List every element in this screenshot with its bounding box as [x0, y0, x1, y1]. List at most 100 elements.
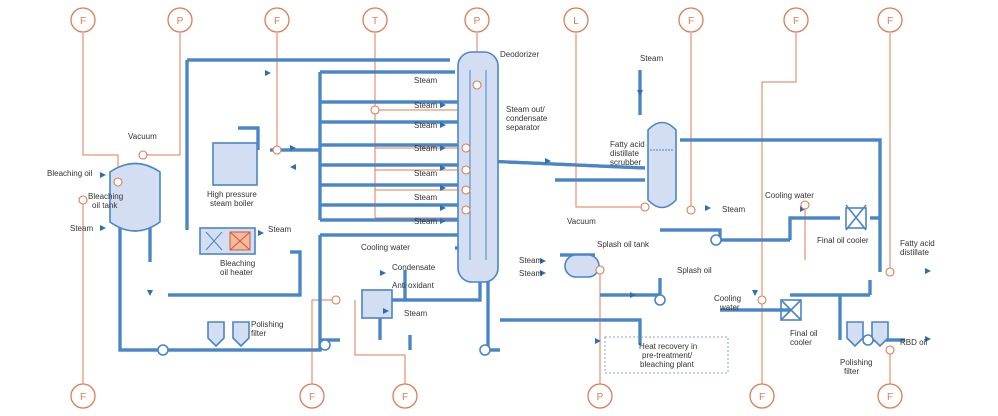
pump-icon [319, 339, 331, 351]
flow-arrow-icon [752, 290, 758, 296]
tap-point [78, 195, 88, 205]
label-bleaching-oil-heater-2: oil heater [220, 268, 253, 277]
label-splash-oil-tank: Splash oil tank [597, 240, 650, 249]
polishing-filter-right-1 [846, 321, 864, 348]
flow-arrow-icon [925, 268, 931, 274]
anti-oxidant-vessel [361, 289, 393, 319]
flow-arrow-icon [705, 205, 711, 211]
final-oil-cooler-top [845, 204, 867, 231]
final-oil-cooler-bottom [780, 299, 802, 321]
instrument-f-6 [70, 383, 96, 409]
label-fatty-acid-scrubber-2: distillate [610, 149, 639, 158]
label-steam: Steam [414, 121, 437, 130]
label-fatty-acid-distillate: Fatty acid [900, 239, 935, 248]
instrument-f-3 [678, 7, 704, 33]
label-steam: Steam [519, 269, 542, 278]
instrument-letter: F [309, 392, 315, 403]
tap-point [800, 200, 810, 210]
label-bleaching-oil-tank: Bleaching [88, 192, 123, 201]
instrument-letter: P [177, 16, 184, 27]
label-heat-recovery-3: bleaching plant [640, 360, 695, 369]
instrument-bubbles-bottom: F F F P F F F [70, 383, 903, 409]
label-vacuum: Vacuum [567, 217, 596, 226]
instrument-letter: T [372, 16, 378, 27]
label-steam: Steam [414, 76, 437, 85]
flow-arrow-icon [925, 336, 931, 342]
fatty-acid-distillate-scrubber [647, 121, 677, 209]
instrument-letter: F [793, 16, 799, 27]
instrument-letter: F [887, 16, 893, 27]
label-fatty-acid-distillate-2: distillate [900, 248, 929, 257]
label-steam-out-3: separator [506, 123, 540, 132]
tap-point [461, 143, 471, 153]
instrument-letter: P [597, 392, 604, 403]
instrument-p-1 [167, 7, 193, 33]
instrument-f-8 [392, 383, 418, 409]
instrument-f-2 [264, 7, 290, 33]
instrument-letter: F [274, 16, 280, 27]
tap-point [272, 145, 282, 155]
tap-point [472, 80, 482, 90]
flow-arrow-icon [380, 270, 386, 276]
high-pressure-steam-boiler [212, 142, 258, 186]
equipment [109, 51, 889, 374]
label-splash-oil: Splash oil [677, 266, 712, 275]
flow-arrow-icon [630, 292, 636, 298]
bleaching-oil-tank [109, 162, 161, 232]
label-rbd-oil: RBD oil [900, 338, 927, 347]
flow-arrows [100, 70, 931, 344]
label-bleaching-oil: Bleaching oil [47, 169, 93, 178]
label-hp-boiler: High pressure [207, 190, 257, 199]
instrument-f-7 [299, 383, 325, 409]
flow-arrow-icon [440, 122, 446, 128]
tap-point [757, 295, 767, 305]
pump-icon [479, 344, 491, 356]
label-steam: Steam [519, 256, 542, 265]
label-fatty-acid-scrubber: Fatty acid [610, 140, 645, 149]
label-steam: Steam [640, 54, 663, 63]
pump-icon [710, 234, 722, 246]
label-polishing-filter: Polishing [251, 320, 283, 329]
pump-icon [157, 344, 169, 356]
label-final-oil-cooler-2b: cooler [790, 338, 812, 347]
polishing-filter-left-2 [232, 321, 250, 348]
tap-point [461, 165, 471, 175]
flow-arrow-icon [545, 158, 551, 164]
label-steam: Steam [414, 169, 437, 178]
polishing-filter-left-1 [207, 321, 225, 348]
label-steam: Steam [414, 101, 437, 110]
instrument-letter: P [474, 16, 481, 27]
instrument-f-5 [877, 7, 903, 33]
label-steam: Steam [414, 193, 437, 202]
tap-point [885, 345, 895, 355]
flow-arrow-icon [440, 205, 446, 211]
label-heat-recovery: Heat recovery in [639, 342, 697, 351]
label-steam-out: Steam out/ [506, 105, 545, 114]
tap-point [370, 105, 380, 115]
instrument-letter: F [759, 392, 765, 403]
tap-point [885, 267, 895, 277]
label-cooling-water: Cooling water [765, 191, 814, 200]
instrument-f-1 [70, 7, 96, 33]
instrument-letter: L [573, 16, 579, 27]
instrument-l-1 [563, 7, 589, 33]
instrument-f-10 [877, 383, 903, 409]
flow-arrow-icon [265, 70, 271, 76]
label-steam: Steam [414, 144, 437, 153]
flow-arrow-icon [147, 290, 153, 296]
instrument-p-3 [587, 383, 613, 409]
flow-arrow-icon [440, 165, 446, 171]
instrument-letter: F [887, 392, 893, 403]
instrument-letter: F [688, 16, 694, 27]
label-vacuum: Vacuum [128, 132, 157, 141]
tap-point [686, 205, 696, 215]
label-anti-oxidant: Anti oxidant [392, 281, 435, 290]
instrument-p-2 [464, 7, 490, 33]
tap-point [138, 150, 148, 160]
instrument-f-4 [783, 7, 809, 33]
label-cooling-water-2b: water [719, 303, 740, 312]
tap-point [113, 177, 123, 187]
flow-arrow-icon [637, 90, 643, 96]
instrument-lines [82, 33, 891, 384]
